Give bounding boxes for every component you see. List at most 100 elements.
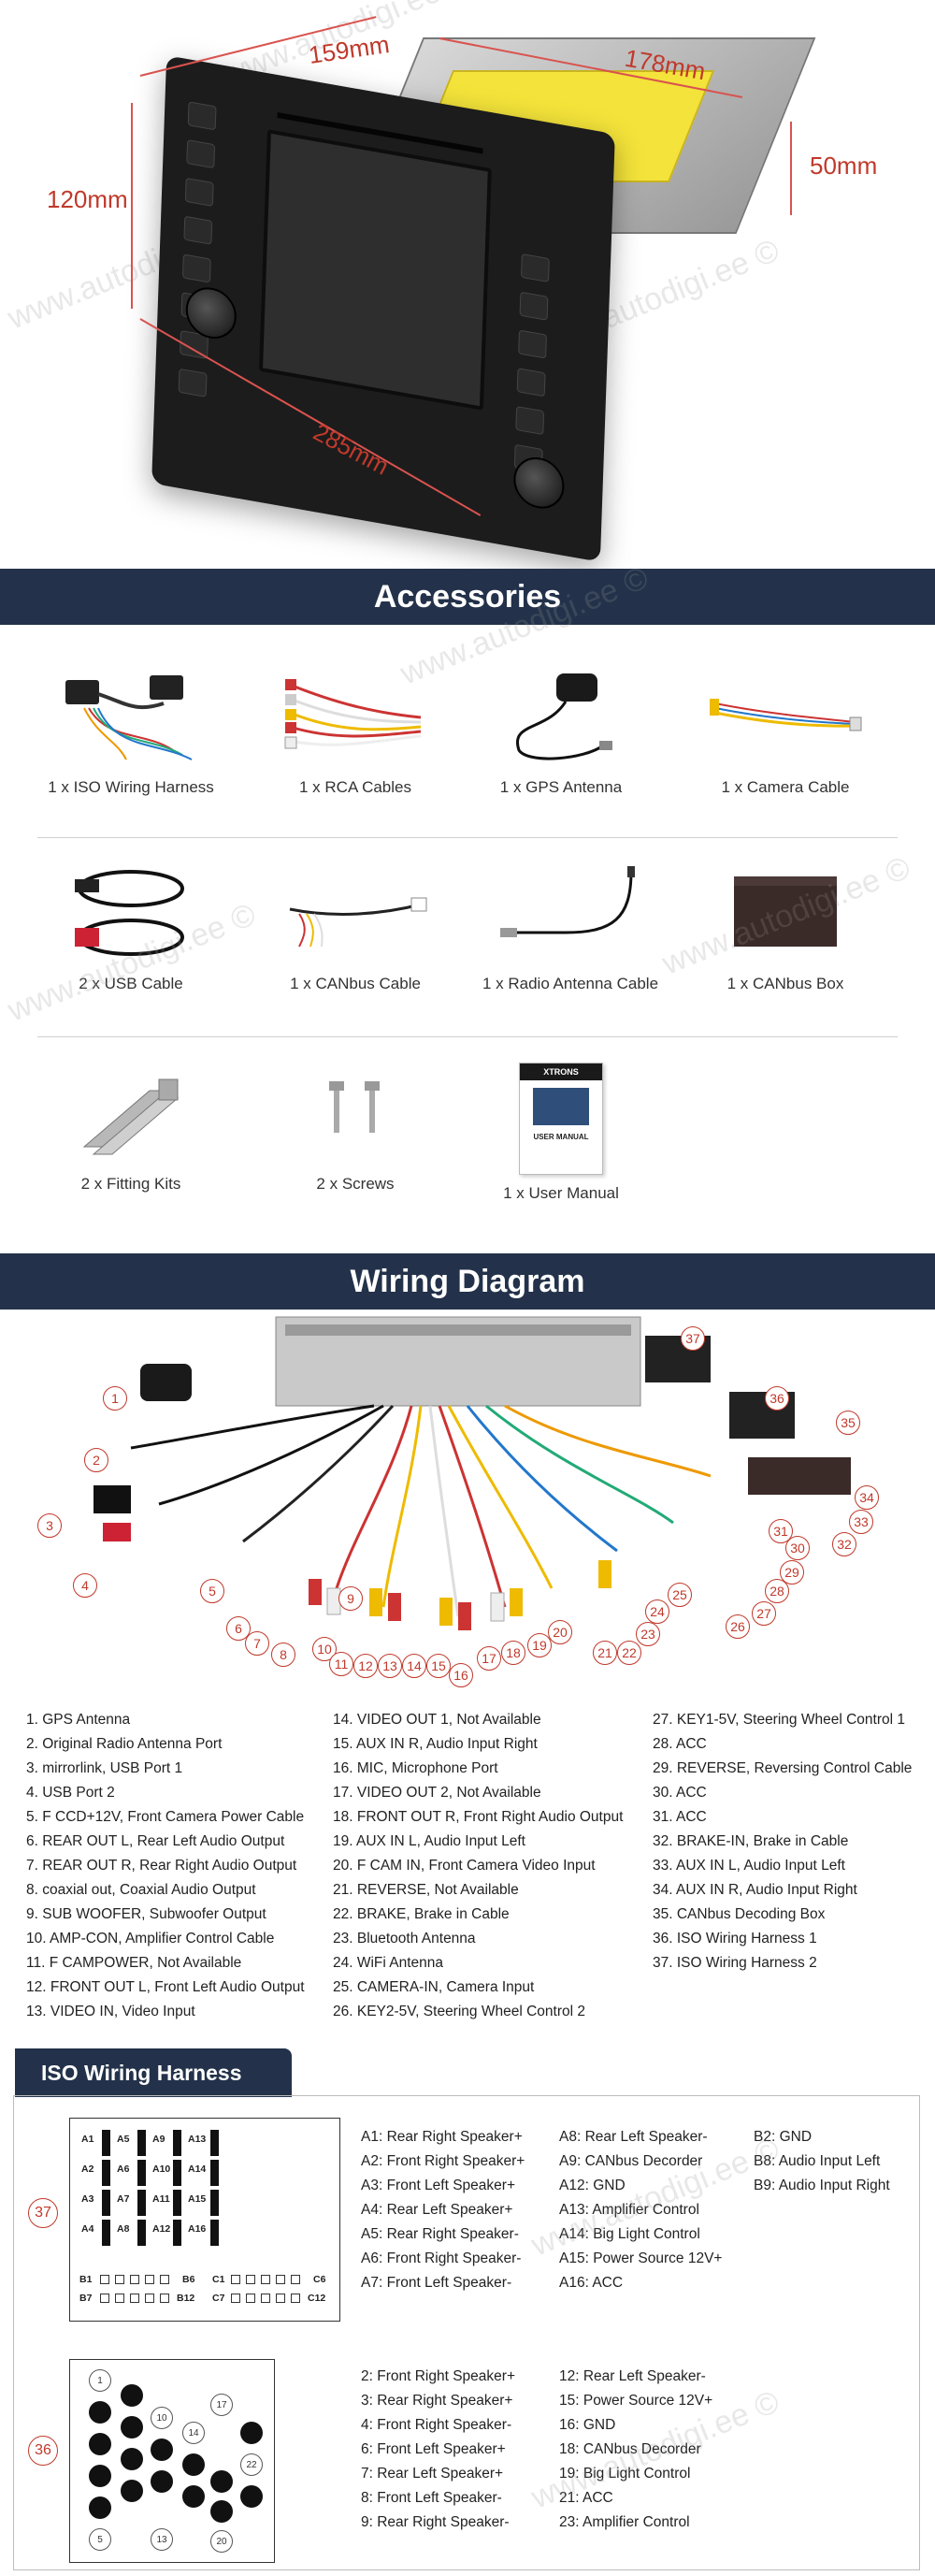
radio-button [181, 253, 211, 283]
legend-item: 9. SUB WOOFER, Subwoofer Output [26, 1906, 266, 1922]
pin-label: A11 [152, 2193, 170, 2205]
dimension-line [131, 103, 133, 309]
pin-description: A5: Rear Right Speaker- [361, 2226, 519, 2242]
manual-title: USER MANUAL [533, 1133, 589, 1141]
pin-socket [160, 2275, 169, 2284]
accessory-item: 1 x ISO Wiring Harness [28, 666, 234, 797]
pin-description: A14: Big Light Control [559, 2226, 700, 2242]
legend-column-1: 1. GPS Antenna 2. Original Radio Antenna… [26, 1708, 305, 2024]
pin-socket [291, 2275, 300, 2284]
pin-terminal [89, 2465, 111, 2487]
iso-harness-tab: ISO Wiring Harness [15, 2048, 292, 2097]
pin-label: A15 [188, 2193, 207, 2205]
pin-description: 3: Rear Right Speaker+ [361, 2393, 513, 2409]
pin-socket [145, 2275, 154, 2284]
callout-21: 21 [593, 1641, 617, 1665]
radio-button [516, 368, 546, 398]
pin-description: A13: Amplifier Control [559, 2202, 699, 2218]
legend-item: 3. mirrorlink, USB Port 1 [26, 1760, 183, 1776]
pin-label: A12 [152, 2223, 171, 2235]
callout-31: 31 [769, 1519, 793, 1543]
callout-19: 19 [527, 1633, 552, 1657]
accessory-item: 1 x Radio Antenna Cable [458, 862, 683, 993]
legend-item: 32. BRAKE-IN, Brake in Cable [653, 1833, 849, 1849]
pin-terminal [173, 2160, 181, 2186]
callout-30: 30 [785, 1536, 810, 1560]
callout-35: 35 [836, 1411, 860, 1435]
accessory-item: 1 x CANbus Cable [252, 862, 458, 993]
dimension-line [790, 122, 792, 215]
legend-item: 11. F CAMPOWER, Not Available [26, 1955, 242, 1971]
callout-9: 9 [338, 1586, 363, 1611]
pin-terminal [210, 2190, 219, 2216]
pin-label: C12 [308, 2293, 326, 2304]
pin-socket [231, 2275, 240, 2284]
pin-label: A14 [188, 2164, 207, 2175]
pin-socket: 1 [89, 2369, 111, 2392]
accessory-item: 2 x Fitting Kits [28, 1063, 234, 1194]
callout-7: 7 [245, 1631, 269, 1656]
pin-description: 19: Big Light Control [559, 2466, 691, 2482]
dimension-height-back: 50mm [810, 152, 878, 180]
pin-terminal [137, 2220, 146, 2246]
callout-27: 27 [752, 1601, 776, 1626]
legend-item: 31. ACC [653, 1809, 707, 1825]
left-button-column [173, 95, 249, 412]
pin-label: B1 [79, 2274, 93, 2285]
callout-3: 3 [37, 1513, 62, 1538]
legend-item: 21. REVERSE, Not Available [333, 1882, 519, 1898]
canbus-cable-icon [280, 862, 430, 965]
wiring-diagram-image: 1 2 3 4 5 6 7 8 9 10 11 12 13 14 15 16 1… [0, 1308, 935, 1700]
legend-item: 4. USB Port 2 [26, 1785, 115, 1801]
accessory-label: 2 x USB Cable [79, 975, 183, 992]
legend-item: 10. AMP-CON, Amplifier Control Cable [26, 1931, 275, 1946]
callout-29: 29 [780, 1560, 804, 1585]
pin-label: A3 [81, 2193, 94, 2205]
pin-description: 16: GND [559, 2417, 616, 2433]
connector-36-diagram: 1 5 10 13 14 17 20 22 [69, 2359, 275, 2563]
pin-description: B9: Audio Input Right [754, 2178, 890, 2193]
radio-button [515, 405, 545, 436]
pin-socket [276, 2294, 285, 2303]
legend-item: 15. AUX IN R, Audio Input Right [333, 1736, 538, 1752]
callout-4: 4 [73, 1573, 97, 1598]
legend-column-2: 14. VIDEO OUT 1, Not Available 15. AUX I… [333, 1708, 623, 2024]
legend-item: 26. KEY2-5V, Steering Wheel Control 2 [333, 2004, 585, 2019]
wiring-illustration [94, 1316, 851, 1630]
callout-11: 11 [329, 1652, 353, 1676]
callout-24: 24 [645, 1599, 669, 1624]
pin-terminal [102, 2190, 110, 2216]
pin-label: B6 [182, 2274, 195, 2285]
callout-18: 18 [501, 1641, 525, 1665]
legend-item: 7. REAR OUT R, Rear Right Audio Output [26, 1858, 297, 1874]
radio-button [519, 291, 549, 321]
radio-button [520, 253, 550, 283]
pin-terminal [121, 2384, 143, 2407]
pin-description: A2: Front Right Speaker+ [361, 2153, 525, 2169]
pin-socket [291, 2294, 300, 2303]
accessory-item: 1 x GPS Antenna [458, 666, 664, 797]
iso-harness-panel [13, 2095, 920, 2570]
legend-item: 34. AUX IN R, Audio Input Right [653, 1882, 857, 1898]
pin-socket: 20 [210, 2530, 233, 2553]
pin-description: 23: Amplifier Control [559, 2514, 690, 2530]
callout-32: 32 [832, 1532, 856, 1556]
pin-terminal [182, 2485, 205, 2508]
pin-description: A3: Front Left Speaker+ [361, 2178, 515, 2193]
pin-terminal [137, 2190, 146, 2216]
pin-description: 9: Rear Right Speaker- [361, 2514, 510, 2530]
pin-label: C6 [313, 2274, 326, 2285]
pin-socket: 13 [151, 2528, 173, 2551]
camera-cable-icon [706, 666, 865, 769]
legend-item: 30. ACC [653, 1785, 707, 1801]
callout-33: 33 [849, 1510, 873, 1534]
pin-socket: 5 [89, 2528, 111, 2551]
pin-socket [261, 2275, 270, 2284]
legend-item: 28. ACC [653, 1736, 707, 1752]
callout-15: 15 [426, 1654, 451, 1678]
accessory-label: 1 x CANbus Cable [290, 975, 421, 992]
connector-37-column-2: A8: Rear Left Speaker- A9: CANbus Decord… [559, 2125, 722, 2295]
pin-socket: 17 [210, 2394, 233, 2416]
callout-14: 14 [402, 1654, 426, 1678]
connector-37-column-3: B2: GND B8: Audio Input Left B9: Audio I… [754, 2125, 890, 2198]
